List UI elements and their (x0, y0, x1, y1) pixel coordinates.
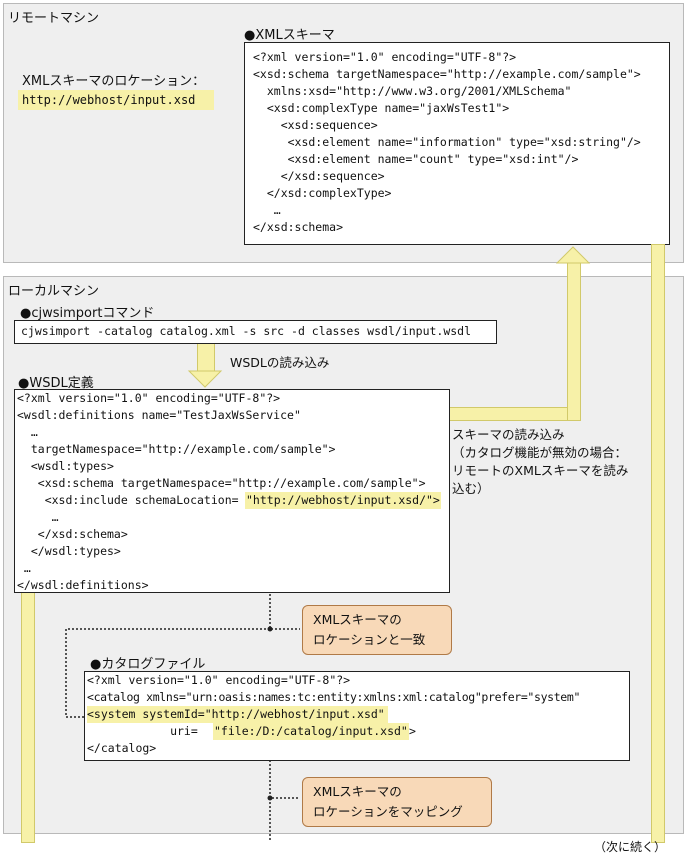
wsdl-include-location: "http://webhost/input.xsd/"> (245, 492, 441, 509)
wsdl-line: <wsdl:definitions name="TestJaxWsService… (17, 408, 301, 422)
schema-read-arrowhead (555, 246, 591, 264)
wsdl-heading: ●WSDL定義 (18, 376, 94, 391)
catalog-uri-value: "file:/D:/catalog/input.xsd" (213, 723, 409, 740)
local-machine-title: ローカルマシン (8, 284, 100, 299)
callout-match-line-2: ロケーションと一致 (313, 632, 426, 647)
catalog-box: <?xml version="1.0" encoding="UTF-8"?> <… (84, 671, 630, 761)
wsdl-line: … (17, 561, 31, 575)
catalog-system-line: <system systemId="http://webhost/input.x… (87, 706, 388, 723)
callout-mapping-line-2: ロケーションをマッピング (313, 804, 463, 819)
catalog-uri-label: uri= (87, 724, 198, 738)
xml-schema-line: </xsd:sequence> (253, 169, 385, 183)
catalog-dotted-line (65, 628, 270, 718)
schema-read-note-2: リモートのXMLスキーマを読み (452, 463, 629, 478)
xml-schema-code: <?xml version="1.0" encoding="UTF-8"?> <x… (253, 49, 641, 236)
xml-schema-line: … (253, 203, 281, 217)
xml-schema-box: <?xml version="1.0" encoding="UTF-8"?> <x… (244, 42, 670, 245)
wsdl-line: </wsdl:types> (17, 544, 121, 558)
callout-match-line-1: XMLスキーマの (313, 612, 402, 627)
cjwsimport-command: cjwsimport -catalog catalog.xml -s src -… (21, 324, 472, 338)
right-continue-band (651, 244, 665, 843)
xml-schema-line: <xsd:element name="count" type="xsd:int"… (253, 152, 579, 166)
schema-read-label: スキーマの読み込み (452, 427, 565, 442)
callout-mapping-line-1: XMLスキーマの (313, 784, 402, 799)
wsdl-read-label: WSDLの読み込み (230, 355, 330, 370)
remote-machine-title: リモートマシン (8, 11, 100, 26)
catalog-uri-tail: > (409, 724, 416, 738)
xml-schema-heading: ●XMLスキーマ (244, 28, 335, 43)
schema-read-note-3: 込む） (452, 481, 490, 496)
xml-schema-line: <xsd:sequence> (253, 118, 378, 132)
cjwsimport-command-box: cjwsimport -catalog catalog.xml -s src -… (14, 320, 497, 344)
xml-schema-line: <xsd:complexType name="jaxWsTest1"> (253, 101, 510, 115)
wsdl-line: <wsdl:types> (17, 459, 114, 473)
continued-label: （次に続く） (594, 840, 667, 854)
wsdl-line: targetNamespace="http://example.com/samp… (17, 442, 336, 456)
wsdl-read-arrowhead (187, 370, 223, 388)
wsdl-line: … (17, 510, 59, 524)
callout-location-match: XMLスキーマの ロケーションと一致 (302, 605, 452, 655)
catalog-line-2: <catalog xmlns="urn:oasis:names:tc:entit… (87, 690, 581, 704)
catalog-line-1: <?xml version="1.0" encoding="UTF-8"?> (87, 673, 351, 687)
xml-schema-line: xmlns:xsd="http://www.w3.org/2001/XMLSch… (253, 84, 572, 98)
wsdl-line: <xsd:include schemaLocation= (17, 493, 239, 507)
schema-read-note-1: （カタログ機能が無効の場合： (452, 445, 628, 460)
wsdl-code: <?xml version="1.0" encoding="UTF-8"?> <w… (17, 390, 426, 594)
cjwsimport-heading: ●cjwsimportコマンド (20, 306, 155, 321)
catalog-line-5: </catalog> (87, 741, 157, 755)
xml-schema-line: </xsd:complexType> (253, 186, 392, 200)
wsdl-line: <xsd:schema targetNamespace="http://exam… (17, 476, 426, 490)
wsdl-box: <?xml version="1.0" encoding="UTF-8"?> <w… (14, 389, 450, 593)
xml-schema-line: <?xml version="1.0" encoding="UTF-8"?> (253, 50, 517, 64)
wsdl-line: </xsd:schema> (17, 527, 128, 541)
xml-schema-line: <xsd:schema targetNamespace="http://exam… (253, 67, 641, 81)
xml-location-label: XMLスキーマのロケーション： (22, 74, 206, 89)
xml-schema-line: </xsd:schema> (253, 220, 344, 234)
catalog-heading: ●カタログファイル (90, 657, 206, 672)
wsdl-line: </wsdl:definitions> (17, 578, 149, 592)
callout-location-mapping: XMLスキーマの ロケーションをマッピング (302, 777, 492, 827)
wsdl-line: <?xml version="1.0" encoding="UTF-8"?> (17, 391, 281, 405)
xml-location-value: http://webhost/input.xsd (18, 90, 214, 110)
wsdl-line: … (17, 425, 38, 439)
xml-schema-line: <xsd:element name="information" type="xs… (253, 135, 641, 149)
